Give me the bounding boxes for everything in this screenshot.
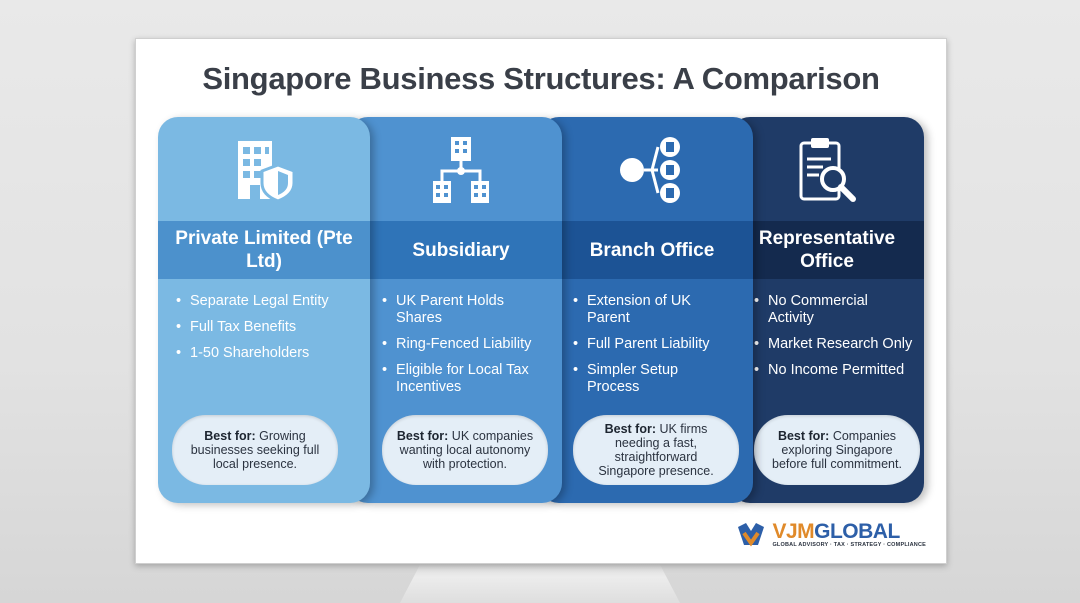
- feature-list: UK Parent Holds Shares Ring-Fenced Liabi…: [382, 293, 542, 405]
- card-heading: Branch Office: [539, 221, 753, 279]
- list-item: No Income Permitted: [754, 362, 914, 379]
- page-title: Singapore Business Structures: A Compari…: [202, 61, 880, 96]
- list-item: Simpler Setup Process: [573, 362, 733, 396]
- org-hierarchy-icon: [348, 133, 562, 207]
- monitor-stand: [400, 560, 680, 603]
- list-item: 1-50 Shareholders: [176, 345, 336, 362]
- feature-list: Extension of UK Parent Full Parent Liabi…: [573, 293, 733, 405]
- comparison-cards: Private Limited (Pte Ltd) Separate Legal…: [158, 117, 924, 503]
- best-for-pill: Best for: Growing businesses seeking ful…: [172, 415, 338, 485]
- best-for-text: Companies exploring Singapore before ful…: [772, 429, 902, 471]
- list-item: Eligible for Local Tax Incentives: [382, 362, 542, 396]
- card-subsidiary: Subsidiary UK Parent Holds Shares Ring-F…: [348, 117, 562, 503]
- clipboard-search-icon: [730, 133, 924, 207]
- list-item: Extension of UK Parent: [573, 293, 733, 327]
- list-item: Ring-Fenced Liability: [382, 336, 542, 353]
- list-item: No Commercial Activity: [754, 293, 914, 327]
- best-for-label: Best for:: [777, 429, 830, 443]
- list-item: Separate Legal Entity: [176, 293, 336, 310]
- building-shield-icon: [158, 133, 370, 207]
- list-item: Full Parent Liability: [573, 336, 733, 353]
- best-for-pill: Best for: UK firms needing a fast, strai…: [573, 415, 739, 485]
- logo-tagline: GLOBAL ADVISORY · TAX · STRATEGY · COMPL…: [772, 542, 926, 548]
- list-item: Full Tax Benefits: [176, 319, 336, 336]
- logo-mark-icon: [738, 523, 765, 547]
- card-heading: Private Limited (Pte Ltd): [158, 221, 370, 279]
- best-for-text: UK companies wanting local autonomy with…: [399, 429, 534, 471]
- list-item: UK Parent Holds Shares: [382, 293, 542, 327]
- card-heading: Representative Office: [730, 221, 924, 279]
- logo-name: VJMGLOBAL: [772, 520, 900, 543]
- best-for-pill: Best for: UK companies wanting local aut…: [382, 415, 548, 485]
- card-branch-office: Branch Office Extension of UK Parent Ful…: [539, 117, 753, 503]
- card-private-limited: Private Limited (Pte Ltd) Separate Legal…: [158, 117, 370, 503]
- branch-network-icon: [539, 133, 753, 207]
- card-representative-office: Representative Office No Commercial Acti…: [730, 117, 924, 503]
- best-for-label: Best for:: [396, 429, 449, 443]
- best-for-text: UK firms needing a fast, straightforward…: [598, 422, 714, 478]
- feature-list: Separate Legal Entity Full Tax Benefits …: [176, 293, 336, 371]
- feature-list: No Commercial Activity Market Research O…: [754, 293, 914, 388]
- company-logo: VJMGLOBAL GLOBAL ADVISORY · TAX · STRATE…: [736, 521, 926, 549]
- best-for-text: Growing businesses seeking full local pr…: [190, 429, 320, 471]
- best-for-label: Best for:: [604, 422, 656, 436]
- list-item: Market Research Only: [754, 336, 914, 353]
- best-for-pill: Best for: Companies exploring Singapore …: [754, 415, 920, 485]
- card-heading: Subsidiary: [348, 221, 562, 279]
- monitor-screen: Singapore Business Structures: A Compari…: [135, 38, 947, 564]
- best-for-label: Best for:: [204, 429, 256, 443]
